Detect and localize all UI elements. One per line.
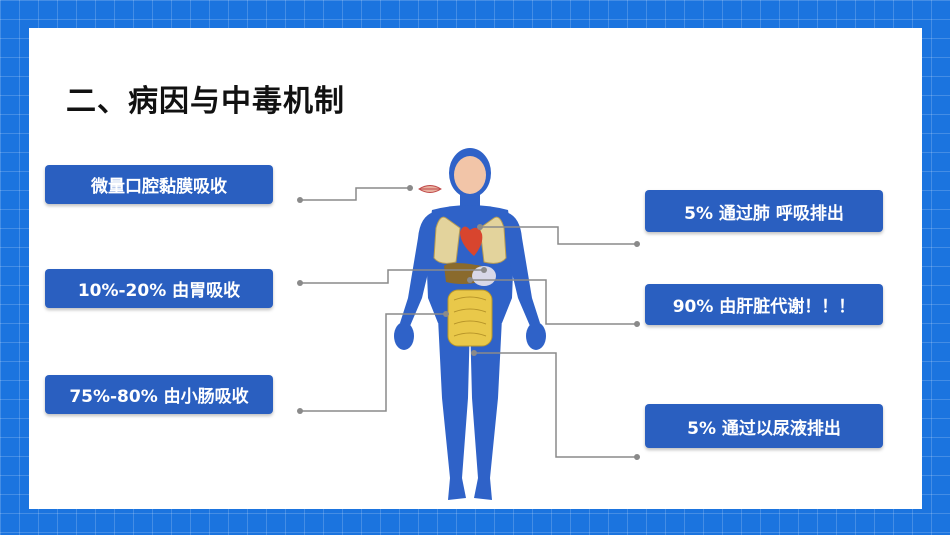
label-lung-excretion: 5% 通过肺 呼吸排出 xyxy=(645,190,883,232)
connector-liver xyxy=(470,279,637,325)
label-stomach-absorption: 10%-20% 由胃吸收 xyxy=(45,269,273,308)
connector-lungs xyxy=(480,226,637,245)
label-small-intestine-absorption: 75%-80% 由小肠吸收 xyxy=(45,375,273,414)
connector-dot xyxy=(471,350,477,356)
mouth-icon xyxy=(418,185,442,193)
connector-stomach xyxy=(300,269,484,284)
label-oral-absorption: 微量口腔黏膜吸收 xyxy=(45,165,273,204)
face xyxy=(454,156,486,194)
connector-dot xyxy=(634,321,640,327)
connector-mouth xyxy=(300,187,410,201)
label-urine-excretion: 5% 通过以尿液排出 xyxy=(645,404,883,448)
stomach xyxy=(472,266,496,286)
connector-small-intestine xyxy=(300,313,446,412)
intestines xyxy=(447,289,493,347)
connector-dot xyxy=(297,197,303,203)
connector-dot xyxy=(297,408,303,414)
slide-title: 二、病因与中毒机制 xyxy=(66,84,345,119)
connector-dot xyxy=(634,241,640,247)
human-body-illustration xyxy=(394,148,546,500)
connector-dot xyxy=(297,280,303,286)
connector-dot xyxy=(443,311,449,317)
lungs xyxy=(433,216,507,264)
connector-dot xyxy=(477,224,483,230)
connector-dot xyxy=(634,454,640,460)
label-liver-metabolism: 90% 由肝脏代谢！！！ xyxy=(645,284,883,325)
connector-dot xyxy=(467,277,473,283)
connector-dot xyxy=(407,185,413,191)
heart xyxy=(460,226,483,256)
connector-dot xyxy=(481,267,487,273)
connector-kidney xyxy=(474,352,637,458)
